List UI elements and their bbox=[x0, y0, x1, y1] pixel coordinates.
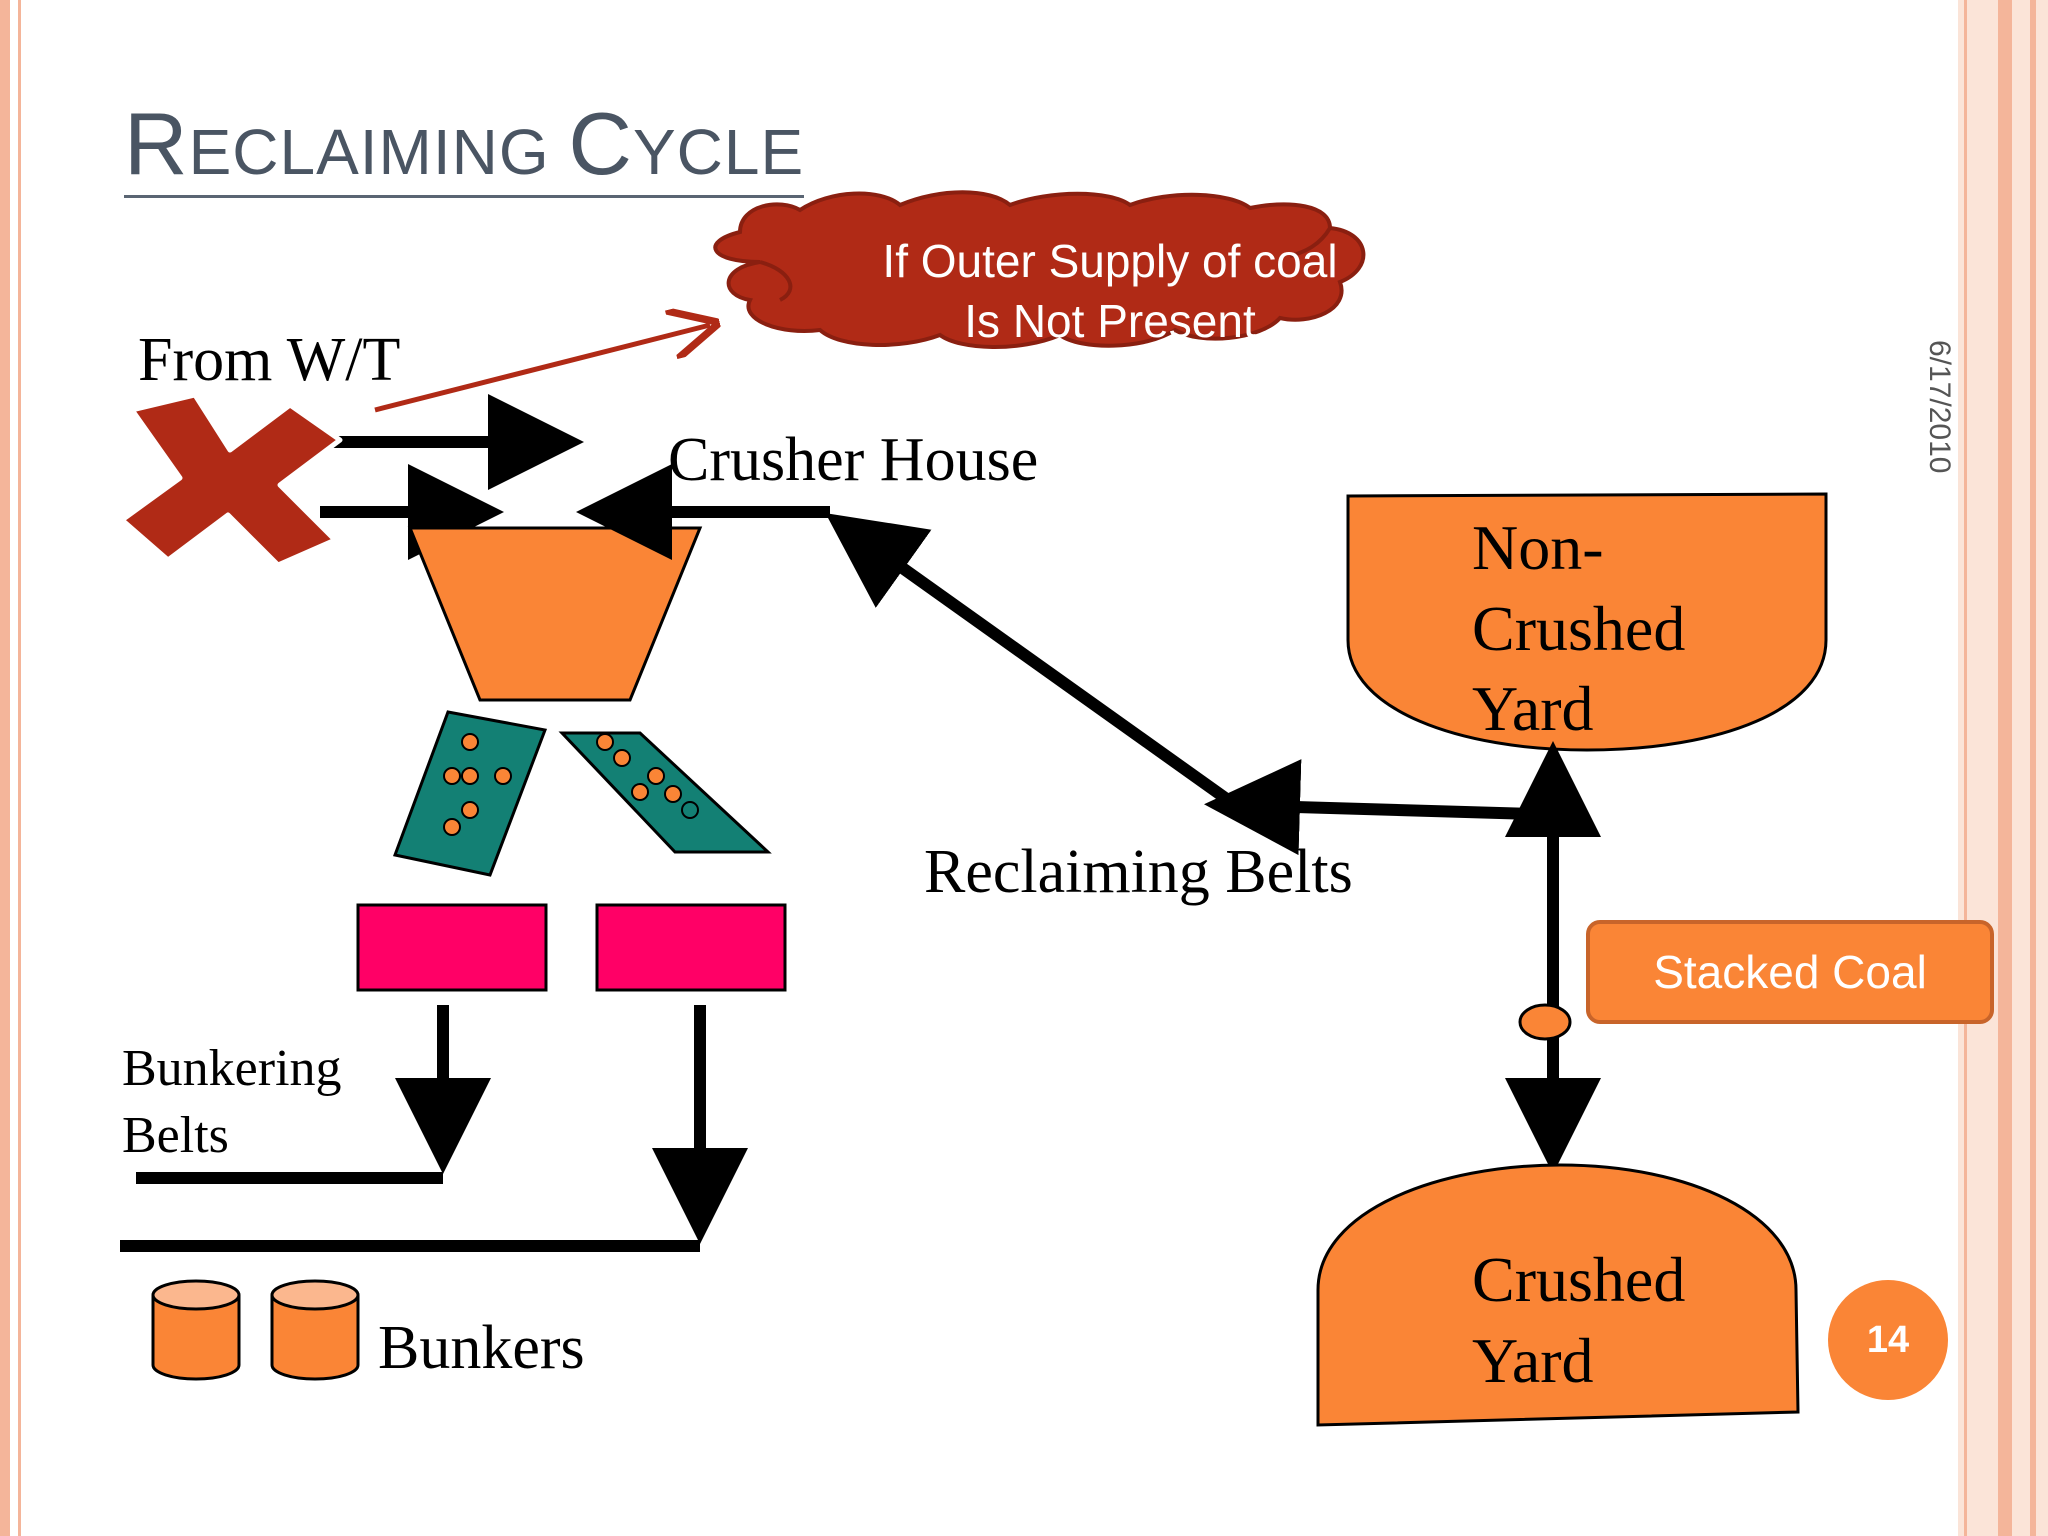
cloud-callout bbox=[713, 190, 1366, 349]
callout-line-2: Is Not Present bbox=[964, 294, 1256, 347]
bunkering-belts-line-2: Belts bbox=[122, 1106, 229, 1164]
title-first-cap: R bbox=[124, 94, 189, 193]
cylinder-icon bbox=[151, 1279, 241, 1381]
right-border-line-2 bbox=[1998, 0, 2012, 1536]
bunkering-belts-line-1: Bunkering bbox=[122, 1040, 342, 1097]
stacking-node bbox=[1518, 1003, 1572, 1041]
stacked-coal-box: Stacked Coal bbox=[1586, 920, 1994, 1024]
callout-pointer-arrow bbox=[374, 325, 710, 413]
non-crushed-line-1: Non- bbox=[1472, 512, 1604, 583]
title-first-rest: ECLAIMING bbox=[188, 116, 569, 188]
date-label: 6/17/2010 bbox=[1923, 340, 1956, 474]
crushed-line-1: Crushed bbox=[1472, 1244, 1686, 1315]
reclaiming-belts-label: Reclaiming Belts bbox=[924, 838, 1353, 906]
page-number-badge: 14 bbox=[1828, 1280, 1948, 1400]
crushed-yard-label: Crushed Yard bbox=[1472, 1240, 1685, 1401]
crusher-screen-right bbox=[558, 731, 772, 854]
crusher-hopper bbox=[407, 526, 703, 702]
reclaim-belt-arrow bbox=[1204, 759, 1533, 856]
cylinder-icon bbox=[270, 1279, 360, 1381]
magenta-box-left bbox=[356, 903, 548, 992]
page-title: RECLAIMING CYCLE bbox=[124, 94, 805, 198]
magenta-box-right bbox=[595, 903, 787, 992]
crushed-line-2: Yard bbox=[1472, 1324, 1594, 1396]
bunkers-label: Bunkers bbox=[378, 1314, 585, 1382]
title-second-rest: YCLE bbox=[632, 116, 805, 188]
right-border-line-3 bbox=[2030, 0, 2036, 1536]
crusher-house-label: Crusher House bbox=[668, 426, 1039, 494]
right-border-line-1 bbox=[1964, 0, 1967, 1536]
callout-text: If Outer Supply of coal Is Not Present bbox=[780, 232, 1440, 352]
bunkering-belts-label: Bunkering Belts bbox=[122, 1036, 342, 1169]
crushed-yard bbox=[1316, 1163, 1800, 1427]
left-border bbox=[0, 0, 10, 1536]
non-crushed-line-2: Crushed bbox=[1472, 592, 1686, 664]
cross-icon bbox=[119, 392, 343, 568]
title-second-cap: C bbox=[568, 94, 633, 193]
crusher-screen-left bbox=[392, 710, 548, 877]
non-crushed-line-3: Yard bbox=[1472, 673, 1594, 745]
non-crushed-yard-label: Non- Crushed Yard bbox=[1472, 508, 1685, 750]
left-border-thin bbox=[18, 0, 21, 1536]
reclaim-belt-diagonal-arrow bbox=[825, 513, 1232, 805]
callout-line-1: If Outer Supply of coal bbox=[882, 235, 1338, 287]
from-wt-label: From W/T bbox=[138, 326, 401, 394]
